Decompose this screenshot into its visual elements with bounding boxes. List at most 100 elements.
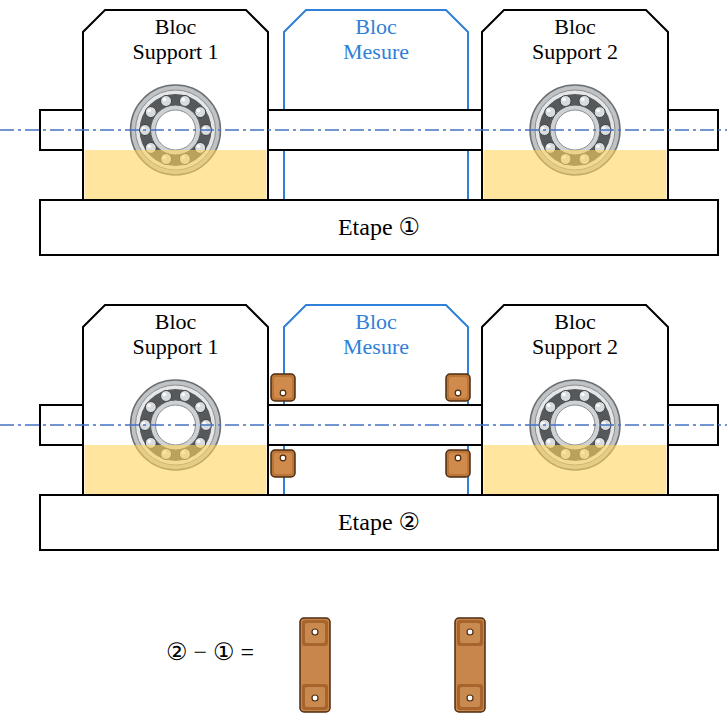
ball-highlight: [163, 393, 167, 397]
lubricant-bath: [85, 445, 267, 494]
ball-highlight: [541, 422, 545, 426]
seal-section: [271, 450, 295, 477]
text-holder: Bloc Support 2: [482, 14, 668, 65]
ball-highlight: [203, 127, 207, 131]
bearing-ball: [201, 125, 212, 136]
seal-spring: [280, 455, 286, 461]
seal-spring: [312, 695, 318, 701]
text-holder: Bloc Mesure: [284, 309, 468, 360]
bearing-ball: [539, 125, 550, 136]
bearing-bore: [555, 110, 595, 150]
seal-body: [271, 374, 295, 401]
support-block: Bloc Support 2: [482, 305, 668, 495]
block-outline-path: [83, 305, 268, 495]
ball-highlight: [541, 127, 545, 131]
bearing-inner-ring: [550, 105, 600, 155]
bearing-ball: [195, 437, 206, 448]
bearing-ball: [161, 390, 172, 401]
seal-ring: [300, 618, 330, 712]
support-block: Bloc Support 2: [482, 10, 668, 200]
base-plate: Etape ②: [40, 495, 718, 550]
block-outline-path: [40, 495, 718, 550]
bearing-ball: [560, 95, 571, 106]
bearing-outer-ring: [136, 385, 216, 465]
bearing-ball: [560, 390, 571, 401]
ball-highlight: [182, 393, 186, 397]
bearing-ball: [195, 107, 206, 118]
shaft: [268, 405, 482, 445]
block-outline-path: [284, 305, 468, 495]
lubricant-bath: [484, 150, 667, 199]
seal-body: [446, 450, 470, 477]
shaft: [40, 405, 83, 445]
seal-face: [449, 453, 467, 474]
bearing-ball: [594, 437, 605, 448]
text-holder: Bloc Support 1: [83, 14, 268, 65]
ball-highlight: [147, 145, 151, 149]
bearing-ball: [179, 390, 190, 401]
bearing-bore: [156, 405, 196, 445]
seal-face: [274, 377, 292, 398]
bearing-ball: [600, 125, 611, 136]
bearing-ball: [179, 154, 190, 165]
bearing-race: [140, 389, 212, 461]
block-label: Bloc Support 1: [126, 309, 226, 360]
bearing-outer-ring: [535, 385, 615, 465]
seal-spring: [280, 390, 286, 396]
bearing-ball: [145, 142, 156, 153]
text-holder: Etape ②: [40, 495, 718, 550]
text-holder: Bloc Mesure: [284, 14, 468, 65]
seal-body: [455, 618, 485, 712]
bearing-ball: [560, 154, 571, 165]
difference-expression: ② − ① =: [130, 636, 290, 668]
ball-bearing: [530, 85, 620, 175]
ball-highlight: [596, 404, 600, 408]
seal-face: [274, 453, 292, 474]
seal-spring: [455, 455, 461, 461]
ball-highlight: [147, 440, 151, 444]
ball-highlight: [602, 127, 606, 131]
seal-face: [305, 623, 325, 643]
block-label: Bloc Mesure: [326, 14, 426, 65]
ball-highlight: [581, 156, 585, 160]
bearing-inner-ring: [550, 400, 600, 450]
bearing-outer-ring: [131, 380, 221, 470]
ball-highlight: [163, 156, 167, 160]
seal-face: [460, 687, 480, 707]
bearing-ball: [539, 420, 550, 431]
bearing-ball: [545, 107, 556, 118]
lubricant-bath: [85, 150, 267, 199]
ball-highlight: [182, 156, 186, 160]
support-block: Bloc Support 1: [83, 305, 268, 495]
bearing-race: [539, 94, 611, 166]
bearing-ball: [161, 95, 172, 106]
shaft: [668, 405, 718, 445]
ball-highlight: [562, 156, 566, 160]
block-outline-path: [40, 200, 718, 255]
ball-highlight: [197, 440, 201, 444]
seal-spring: [312, 629, 318, 635]
ball-highlight: [197, 145, 201, 149]
measure-block: Bloc Mesure: [284, 10, 468, 200]
bearing-inner-ring: [151, 105, 201, 155]
bearing-ball: [179, 449, 190, 460]
bearing-ball: [545, 437, 556, 448]
shaft: [268, 110, 482, 150]
bearing-inner-ring: [151, 400, 201, 450]
ball-highlight: [182, 451, 186, 455]
ball-highlight: [547, 404, 551, 408]
test-bench-step: [0, 85, 727, 199]
ball-highlight: [596, 145, 600, 149]
seal-face: [460, 623, 480, 643]
text-holder: Etape ①: [40, 200, 718, 255]
seal-spring: [467, 629, 473, 635]
block-label: Bloc Support 1: [126, 14, 226, 65]
bearing-ball: [195, 142, 206, 153]
bearing-ball: [140, 420, 151, 431]
ball-bearing: [530, 380, 620, 470]
test-bench-step: [0, 374, 727, 494]
ball-highlight: [163, 451, 167, 455]
ball-highlight: [562, 98, 566, 102]
